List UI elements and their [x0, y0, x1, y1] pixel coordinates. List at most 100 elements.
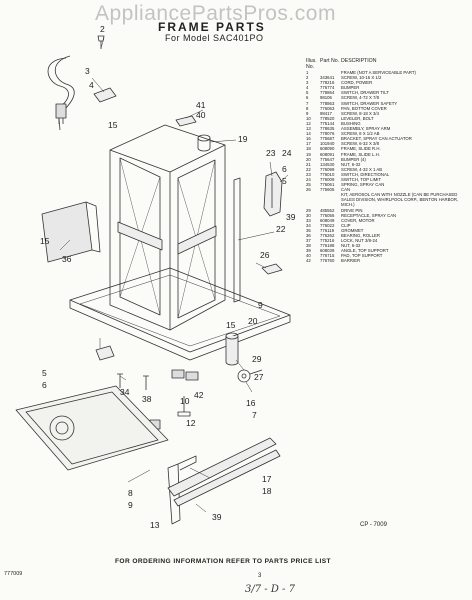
- part-number: 101940: [320, 141, 335, 147]
- callout-16: 16: [246, 398, 256, 408]
- part-number: 608090: [320, 146, 335, 152]
- callout-34: 34: [120, 387, 130, 397]
- part-illus-no: 14: [306, 131, 311, 137]
- part-description: CLIP: [341, 222, 351, 228]
- callout-27: 27: [254, 372, 264, 382]
- callout-10: 10: [180, 396, 190, 406]
- plug: [55, 103, 67, 119]
- part-description: NUT, 6-32: [341, 161, 361, 167]
- part-number: 778520: [320, 115, 335, 121]
- part-number: 776061: [320, 182, 335, 188]
- part-description: SWITCH, TOP LIMIT: [341, 176, 382, 182]
- callout-9b: 9: [128, 500, 133, 510]
- callout-6b: 6: [42, 380, 47, 390]
- part-number: 775647: [320, 156, 335, 162]
- roller-bearing: [237, 369, 251, 383]
- part-description: FRAME (NOT A SERVICEABLE PART): [341, 70, 416, 75]
- part-number: 134530: [320, 161, 335, 167]
- part-illus-no: 33: [306, 217, 311, 223]
- part-illus-no: 13: [306, 126, 311, 132]
- parts-list-row: KIT, AEROSOL CAN WITH NOZZLE (CAN BE PUR…: [306, 192, 472, 207]
- part-number: 98106: [320, 95, 332, 101]
- part-illus-no: 37: [306, 238, 311, 244]
- callout-15c: 15: [226, 320, 236, 330]
- part-description: FRAME, SLIDE R.H.: [341, 146, 381, 152]
- part-illus-no: 16: [306, 136, 311, 142]
- part-number: 776262: [320, 233, 335, 238]
- main-frame: [109, 124, 226, 331]
- leveler-bolt: [177, 396, 191, 417]
- part-illus-no: 12: [306, 120, 311, 126]
- part-description: ASSEMBLY, SPRAY ARM: [341, 126, 391, 132]
- part-description: BUMPER: [341, 85, 360, 91]
- callout-2: 2: [100, 24, 105, 34]
- part-illus-no: 39: [306, 248, 311, 254]
- part-number: 776774: [320, 85, 335, 91]
- part-illus-no: 7: [306, 100, 309, 106]
- screw-2: [97, 35, 105, 49]
- page-title: FRAME PARTS: [158, 20, 266, 34]
- motor-cover: [41, 201, 93, 263]
- spray-arm: [167, 463, 181, 525]
- slide-frame: [167, 437, 277, 497]
- top-cylinder: [197, 138, 211, 152]
- callout-8: 8: [128, 488, 133, 498]
- callout-3: 3: [85, 66, 90, 76]
- part-description: SCREW, 6-32 x 3/8: [341, 141, 379, 147]
- part-number: 778635: [320, 126, 335, 132]
- part-number: 776063: [320, 105, 335, 111]
- part-number: 343641: [320, 75, 335, 81]
- part-description: SCREW, 4-72 x 7/8: [341, 95, 379, 101]
- part-illus-no: 6: [306, 95, 309, 101]
- callout-13: 13: [150, 520, 160, 530]
- part-illus-no: 17: [306, 141, 311, 147]
- part-description: CAN: [341, 187, 351, 193]
- part-description: PAD, TOP SUPPORT: [341, 253, 383, 259]
- part-description: SCREW, 8 x 1/2 AB: [341, 131, 380, 137]
- part-illus-no: 29: [306, 207, 311, 213]
- part-number: 775605: [320, 187, 335, 193]
- part-illus-no: 30: [306, 212, 311, 218]
- part-description: BUSHING: [341, 120, 361, 126]
- part-illus-no: 3: [306, 80, 309, 86]
- callout-24: 24: [282, 148, 292, 158]
- part-description: SCREW, 8-18 x 3/4: [341, 110, 379, 116]
- part-description: SCREW, 10-16 x 1/2: [341, 75, 382, 81]
- part-illus-no: 34: [306, 222, 311, 228]
- spray-can-receptacle: [261, 263, 283, 275]
- callout-23: 23: [266, 148, 276, 158]
- bottom-cover-pan: [15, 385, 169, 471]
- callout-5b: 5: [42, 368, 47, 378]
- callout-39b: 39: [212, 512, 222, 522]
- part-number: 776009: [320, 176, 335, 182]
- part-illus-no: 40: [306, 253, 311, 259]
- part-illus-no: 23: [306, 171, 311, 177]
- parts-list-row: 17 101940 SCREW, 6-32 x 3/8: [306, 141, 472, 146]
- part-number: 778863: [320, 100, 335, 106]
- part-description: FRAME, SLIDE L.H.: [341, 151, 380, 157]
- part-description: SPRING, SPRAY CAN: [341, 182, 385, 188]
- callout-20: 20: [248, 316, 258, 326]
- part-illus-no: 2: [306, 75, 309, 81]
- part-description: SWITCH, DIRECTIONAL: [341, 171, 390, 177]
- part-number: 485552: [320, 207, 335, 213]
- switch-assembly: [263, 171, 283, 217]
- part-illus-no: 8: [306, 105, 309, 111]
- callout-36: 36: [62, 254, 72, 264]
- callout-39: 39: [286, 212, 296, 222]
- ordering-note: FOR ORDERING INFORMATION REFER TO PARTS …: [115, 558, 331, 565]
